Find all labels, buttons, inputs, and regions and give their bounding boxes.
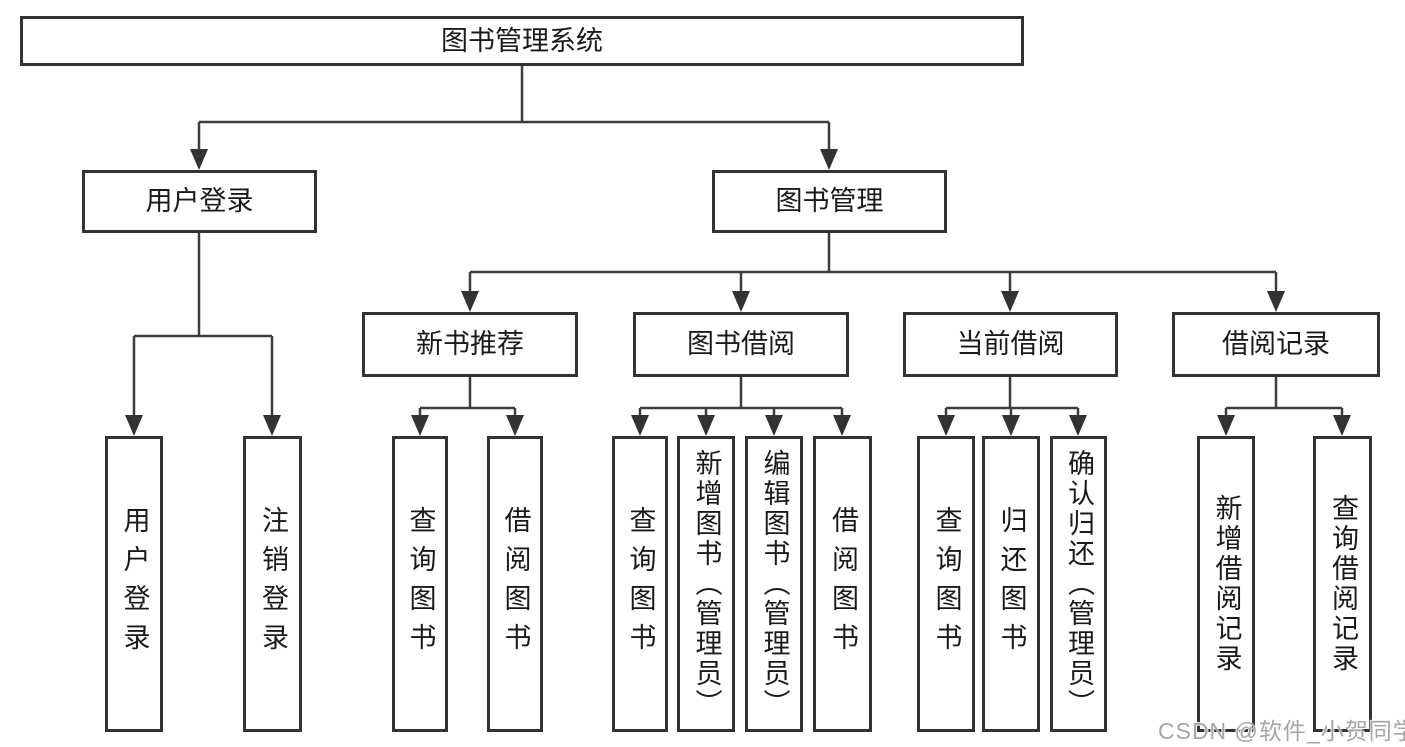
- arrow-down-icon: [765, 415, 783, 436]
- arrow-down-icon: [411, 415, 429, 436]
- arrow-down-icon: [820, 149, 838, 170]
- node-confirm-return-admin: 确认归还（管理员）: [1050, 436, 1107, 732]
- node-query-books-current: 查询图书: [917, 436, 975, 732]
- arrow-down-icon: [506, 415, 524, 436]
- node-current-borrowing: 当前借阅: [903, 312, 1118, 377]
- node-query-books-borrow: 查询图书: [612, 436, 668, 732]
- connector-book-borrow-split: [638, 377, 844, 420]
- node-new-book-recommendation: 新书推荐: [362, 312, 578, 377]
- node-library-management-system: 图书管理系统: [20, 16, 1024, 66]
- arrow-down-icon: [1069, 415, 1087, 436]
- node-query-books-recommend: 查询图书: [392, 436, 448, 732]
- arrow-down-icon: [833, 415, 851, 436]
- connector-new-book-split: [418, 377, 517, 420]
- node-borrow-books-recommend: 借阅图书: [487, 436, 543, 732]
- arrow-down-icon: [263, 415, 281, 436]
- node-borrow-books: 借阅图书: [813, 436, 872, 732]
- node-return-book: 归还图书: [982, 436, 1040, 732]
- arrow-down-icon: [697, 415, 715, 436]
- connector-root-split: [197, 66, 831, 154]
- node-user-login-group: 用户登录: [82, 170, 317, 233]
- arrow-down-icon: [1333, 415, 1351, 436]
- node-user-login: 用户登录: [105, 436, 163, 732]
- arrow-down-icon: [190, 149, 208, 170]
- connector-book-mgmt-split: [468, 233, 1278, 296]
- connector-user-login-split: [132, 233, 274, 420]
- node-logout: 注销登录: [243, 436, 302, 732]
- arrow-down-icon: [125, 415, 143, 436]
- node-add-borrow-record: 新增借阅记录: [1197, 436, 1255, 732]
- arrow-down-icon: [1002, 415, 1020, 436]
- node-book-borrowing: 图书借阅: [633, 312, 849, 377]
- node-book-management: 图书管理: [712, 170, 947, 233]
- arrow-down-icon: [937, 415, 955, 436]
- arrow-down-icon: [631, 415, 649, 436]
- arrow-down-icon: [461, 291, 479, 312]
- node-borrowing-records: 借阅记录: [1172, 312, 1380, 377]
- watermark-text: CSDN @软件_小贺同学: [1158, 718, 1405, 744]
- arrow-down-icon: [1217, 415, 1235, 436]
- node-query-borrow-record: 查询借阅记录: [1313, 436, 1372, 732]
- arrow-down-icon: [1267, 291, 1285, 312]
- node-edit-book-admin: 编辑图书（管理员）: [745, 436, 803, 732]
- arrow-down-icon: [1001, 291, 1019, 312]
- arrow-down-icon: [732, 291, 750, 312]
- connector-current-borrow-split: [944, 377, 1080, 420]
- connector-borrow-record-split: [1224, 377, 1344, 420]
- node-add-book-admin: 新增图书（管理员）: [677, 436, 735, 732]
